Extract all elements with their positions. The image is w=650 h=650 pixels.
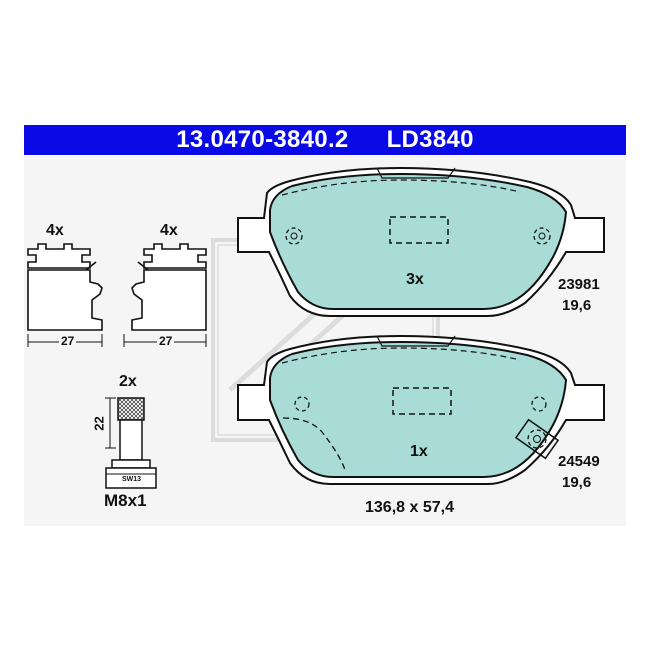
product-code: LD3840 — [386, 126, 474, 153]
bolt-quantity: 2x — [119, 373, 137, 390]
bolt-length: 22 — [91, 416, 107, 431]
lower-pad-friction-material — [269, 340, 568, 478]
upper-pad-wva-number: 23981 — [558, 276, 600, 293]
upper-pad-sensor-outline — [389, 216, 449, 244]
lower-brake-pad — [237, 334, 605, 485]
left-clip-width: 27 — [59, 334, 77, 348]
lower-pad-left-hole — [294, 396, 310, 412]
header-bar: 13.0470-3840.2 LD3840 — [24, 125, 626, 155]
upper-brake-pad — [237, 166, 605, 317]
left-clip-quantity: 4x — [46, 222, 64, 239]
lower-pad-thickness: 19,6 — [562, 474, 592, 491]
right-clip-drawing — [123, 243, 207, 347]
lower-pad-sensor-outline — [392, 387, 452, 415]
upper-pad-friction-material — [269, 172, 568, 310]
wear-indicator — [514, 418, 560, 460]
lower-pad-wva-number: 24549 — [558, 453, 600, 470]
right-clip-quantity: 4x — [160, 222, 178, 239]
left-clip-drawing — [27, 243, 103, 347]
lower-pad-chamfer-line — [282, 417, 346, 471]
part-number: 13.0470-3840.2 — [176, 126, 349, 153]
pad-dimensions: 136,8 x 57,4 — [365, 499, 454, 516]
upper-pad-left-hole — [285, 227, 303, 245]
bolt-drawing — [105, 397, 157, 489]
lower-pad-quantity: 1x — [410, 443, 428, 460]
lower-pad-right-hole — [531, 396, 547, 412]
bolt-wrench-size: SW13 — [122, 476, 142, 483]
upper-pad-right-hole — [533, 227, 551, 245]
upper-pad-quantity: 3x — [406, 271, 424, 288]
bolt-thread: M8x1 — [104, 491, 147, 510]
upper-pad-thickness: 19,6 — [562, 297, 592, 314]
right-clip-width: 27 — [157, 334, 175, 348]
